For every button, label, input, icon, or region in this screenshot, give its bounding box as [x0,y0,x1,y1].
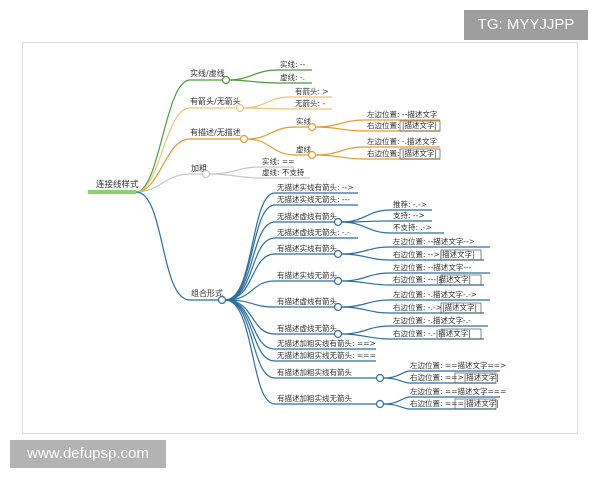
b2-arrow: 有箭头: > [295,86,329,96]
b5-c5: 有描述实线有箭头 [277,243,337,253]
b5-c11-right: 右边位置: ==>|描述文字| [410,372,499,382]
b5-c3-ok: 支持: --> [393,210,425,220]
b3-node: 有描述/无描述 [190,127,241,137]
b5-c3: 无描述虚线有箭头 [277,211,337,221]
b5-c12-left: 左边位置: ==描述文字=== [410,386,506,396]
b5-c5-toggle[interactable] [333,249,343,259]
edge-b1-dashed [228,79,312,84]
b5-c8: 有描述虚线无箭头 [277,323,337,333]
edge-root-b5 [135,191,191,301]
b2-node: 有箭头/无箭头 [190,96,241,106]
b3-solid-toggle[interactable] [307,122,317,132]
watermark-bottom: www.defupsp.com [10,440,166,468]
edge-root-b4 [135,173,191,193]
b3-solid-right: 右边位置: |描述文字| [367,120,437,130]
watermark-top: TG: MYYJJPP [464,10,588,40]
b5-c7: 有描述虚线有箭头 [277,296,337,306]
edge-root-b3 [135,138,191,193]
b5-c11: 有描述加粗实线有箭头 [277,367,352,377]
b3-solid: 实线 [296,116,311,126]
b5-c7-toggle[interactable] [333,302,343,312]
b5-c12: 有描述加粗实线无箭头 [277,393,352,403]
b3-solid-left: 左边位置: --描述文字 [367,109,437,119]
b5-c7-left: 左边位置: -.描述文字-.-> [393,289,477,299]
b3-dashed-toggle[interactable] [307,150,317,160]
b5-c3-no: 不支持: .-> [393,222,432,232]
b5-c7-right: 右边位置: -.->|描述文字| [393,302,477,312]
edge-b2-noarrow [242,107,332,110]
b5-c5-right: 右边位置: -->|描述文字| [393,249,475,259]
b5-c12-right: 右边位置: ===|描述文字| [410,398,499,408]
b3-toggle[interactable] [239,134,249,144]
edge-b3-dashed [246,138,312,156]
b1-toggle[interactable] [221,75,231,85]
b3-dashed-left: 左边位置: -.描述文字 [367,136,437,146]
b2-noarrow: 无箭头: - [295,98,325,108]
b4-solid: 实线: == [262,156,294,166]
b5-c6-right: 右边位置: ---|描述文字| [393,274,471,284]
b5-c9: 无描述加粗实线有箭头: ==> [277,338,376,348]
edge-root-b2 [135,107,191,193]
b5-c3-toggle[interactable] [333,217,343,227]
b5-c3-rec: 推荐: -.-> [393,199,427,209]
edge-b3-solid [246,126,312,140]
b1-solid: 实线: -- [280,59,306,69]
b5-c11-left: 左边位置: ==描述文字==> [410,360,506,370]
b4-toggle[interactable] [201,169,211,179]
b1-node: 实线/虚线 [190,68,225,78]
root-node: 连接线样式 [96,179,139,190]
b5-c5-left: 左边位置: --描述文字--> [393,236,475,246]
b5-c6-left: 左边位置: --描述文字--- [393,262,472,272]
b5-c6: 有描述实线无箭头 [277,270,337,280]
b4-dashed: 虚线: 不支持 [262,167,305,177]
b5-toggle[interactable] [217,295,227,305]
b5-c10: 无描述加粗实线无箭头: === [277,350,376,360]
b5-c2: 无描述实线无箭头: --- [277,194,350,204]
b2-toggle[interactable] [235,103,245,113]
b5-c4: 无描述虚线无箭头: -.- [277,227,350,237]
b3-dashed: 虚线 [296,144,311,154]
b4-node: 加粗 [191,163,207,173]
b5-c1: 无描述实线有箭头: --> [277,182,354,192]
b5-c8-right: 右边位置: -.-|描述文字| [393,328,471,338]
b5-node: 组合形式 [191,288,223,298]
b5-c6-toggle[interactable] [333,276,343,286]
b5-c8-left: 左边位置: -.描述文字-.- [393,315,471,325]
b3-dashed-right: 右边位置: |描述文字| [367,148,437,158]
edge-root-b1 [135,79,191,193]
b5-c8-toggle[interactable] [333,329,343,339]
b1-dashed: 虚线: -. [280,72,305,82]
b5-c12-toggle[interactable] [375,399,385,409]
b5-c11-toggle[interactable] [375,373,385,383]
